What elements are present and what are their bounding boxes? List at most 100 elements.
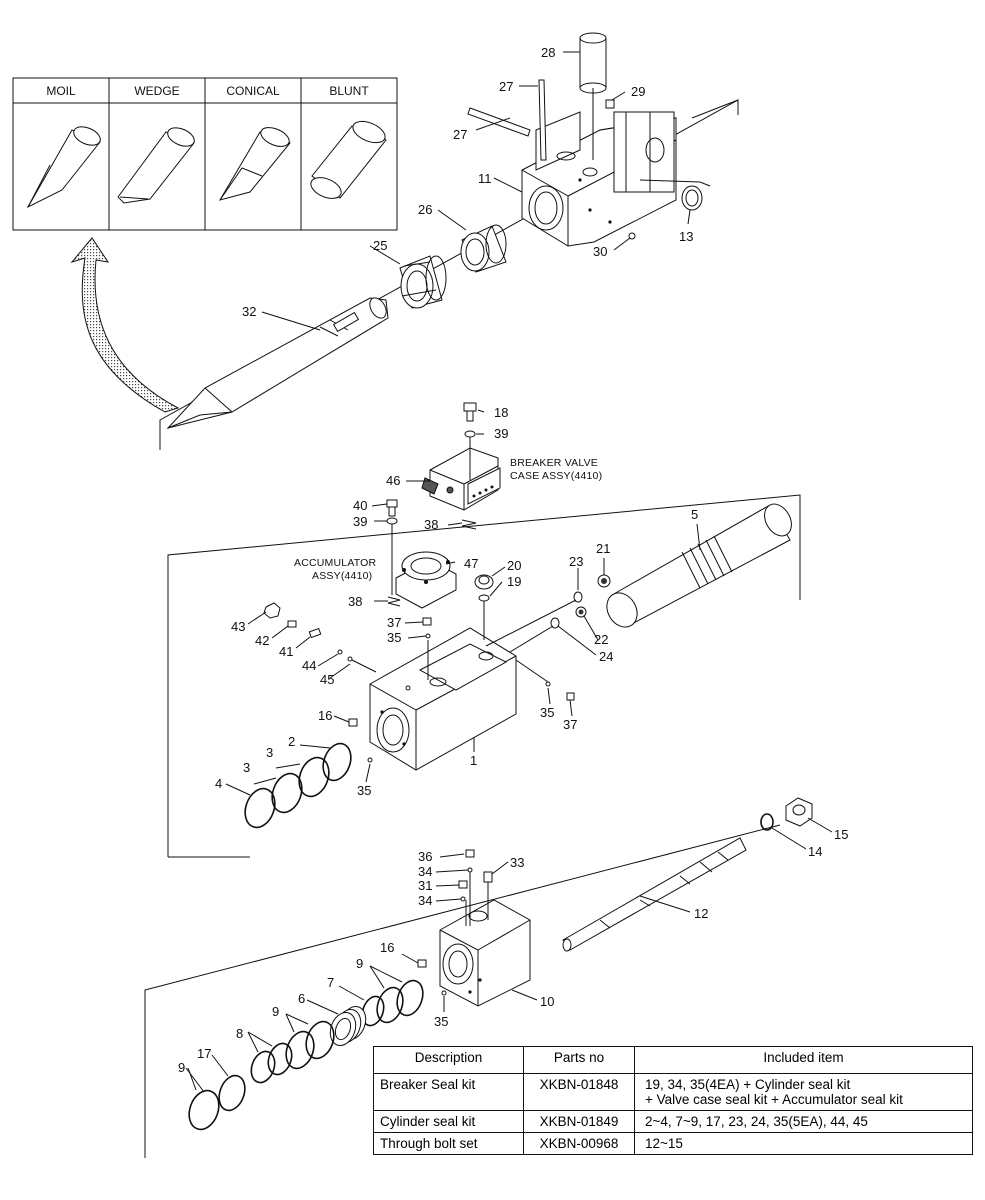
accumulator-note-line2: ASSY(4410) xyxy=(312,570,372,582)
callout: 13 xyxy=(679,229,693,244)
callout: 5 xyxy=(691,507,698,522)
row-description: Through bolt set xyxy=(373,1132,524,1155)
piston-5 xyxy=(606,503,792,628)
callout: 34 xyxy=(418,893,432,908)
plug-33 xyxy=(483,871,493,883)
washer-14 xyxy=(760,813,774,831)
included-line-1: 19, 34, 35(4EA) + Cylinder seal kit xyxy=(645,1077,851,1092)
column-header-description: Description xyxy=(373,1046,524,1074)
row-parts-no: XKBN-01848 xyxy=(523,1073,635,1111)
tip-label-conical: CONICAL xyxy=(226,84,280,98)
callout: 43 xyxy=(231,619,245,634)
tip-label-wedge: WEDGE xyxy=(134,84,179,98)
seal-7 xyxy=(361,995,385,1027)
column-header-parts-no: Parts no xyxy=(523,1046,635,1074)
callout: 36 xyxy=(418,849,432,864)
plug-37b xyxy=(566,692,575,701)
leader-lines xyxy=(185,51,833,1093)
callout: 29 xyxy=(631,84,645,99)
seal-3b xyxy=(271,772,303,814)
callout: 12 xyxy=(694,906,708,921)
front-head-group xyxy=(159,32,739,450)
ring-24 xyxy=(550,617,560,629)
callout: 18 xyxy=(494,405,508,420)
callout: 39 xyxy=(353,514,367,529)
callout: 35 xyxy=(387,630,401,645)
cylinder-1 xyxy=(369,627,517,771)
bushing-13 xyxy=(681,185,703,211)
callout: 2 xyxy=(288,734,295,749)
cylinder-group xyxy=(167,402,801,858)
table-row: Through bolt set XKBN-00968 12~15 xyxy=(373,1132,973,1155)
plug-22 xyxy=(575,606,587,618)
seal-8b xyxy=(250,1050,276,1084)
included-line-1: 12~15 xyxy=(645,1136,683,1151)
conical-tip-icon xyxy=(218,127,291,201)
callout: 42 xyxy=(255,633,269,648)
seal-2 xyxy=(322,742,352,782)
bolt-18 xyxy=(463,402,477,422)
wedge-tip-icon xyxy=(117,127,195,204)
valve-case-note-line2: CASE ASSY(4410) xyxy=(510,470,602,482)
seal-9c xyxy=(305,1020,335,1060)
seal-4 xyxy=(244,787,276,829)
rod-pin-28 xyxy=(579,32,607,160)
blunt-tip-icon xyxy=(310,120,387,199)
through-bolt-12 xyxy=(562,837,747,952)
back-head-10 xyxy=(439,899,531,1007)
seal-9d xyxy=(285,1030,315,1070)
callout: 9 xyxy=(272,1004,279,1019)
plug-42 xyxy=(287,620,297,628)
breaker-valve-case-46 xyxy=(421,447,501,511)
callout: 47 xyxy=(464,556,478,571)
included-line-2: + Valve case seal kit + Accumulator seal… xyxy=(645,1092,903,1107)
row-description: Cylinder seal kit xyxy=(373,1110,524,1133)
row-included-item: 19, 34, 35(4EA) + Cylinder seal kit + Va… xyxy=(634,1073,973,1111)
bushing-25 xyxy=(399,255,447,309)
back-head-group xyxy=(144,797,813,1158)
included-line-1: 2~4, 7~9, 17, 23, 24, 35(5EA), 44, 45 xyxy=(645,1114,868,1129)
plug-41 xyxy=(308,627,322,639)
callout: 39 xyxy=(494,426,508,441)
plug-16a xyxy=(348,718,358,727)
callout: 26 xyxy=(418,202,432,217)
callout: 6 xyxy=(298,991,305,1006)
table-row: Cylinder seal kit XKBN-01849 2~4, 7~9, 1… xyxy=(373,1110,973,1133)
plug-21 xyxy=(597,574,611,588)
plug-20 xyxy=(474,574,494,590)
tip-label-blunt: BLUNT xyxy=(329,84,369,98)
row-included-item: 12~15 xyxy=(634,1132,973,1155)
column-header-included-item: Included item xyxy=(634,1046,973,1074)
callout: 9 xyxy=(356,956,363,971)
callout: 35 xyxy=(434,1014,448,1029)
oring-19 xyxy=(478,594,490,602)
callout: 31 xyxy=(418,878,432,893)
seal-kit-table: Description Parts no Included item Break… xyxy=(373,1046,973,1155)
callout: 38 xyxy=(424,517,438,532)
valve-case-note-line1: BREAKER VALVE xyxy=(510,457,598,469)
seal-9e xyxy=(188,1089,220,1131)
callout: 16 xyxy=(380,940,394,955)
moil-tip-icon xyxy=(26,126,101,209)
callout: 8 xyxy=(236,1026,243,1041)
row-description: Breaker Seal kit xyxy=(373,1073,524,1111)
spring-38b xyxy=(387,596,401,607)
callout: 14 xyxy=(808,844,822,859)
callout: 45 xyxy=(320,672,334,687)
plug-31 xyxy=(458,880,468,889)
callout: 33 xyxy=(510,855,524,870)
plug-30 xyxy=(628,232,636,240)
row-parts-no: XKBN-00968 xyxy=(523,1132,635,1155)
callout: 20 xyxy=(507,558,521,573)
callout: 10 xyxy=(540,994,554,1009)
seal-6 xyxy=(329,1006,367,1046)
callout: 27 xyxy=(453,127,467,142)
callout: 35 xyxy=(357,783,371,798)
plug-43 xyxy=(263,602,281,619)
ring-23 xyxy=(573,591,583,603)
callout: 22 xyxy=(594,632,608,647)
callout: 21 xyxy=(596,541,610,556)
callout: 44 xyxy=(302,658,316,673)
row-parts-no: XKBN-01849 xyxy=(523,1110,635,1133)
